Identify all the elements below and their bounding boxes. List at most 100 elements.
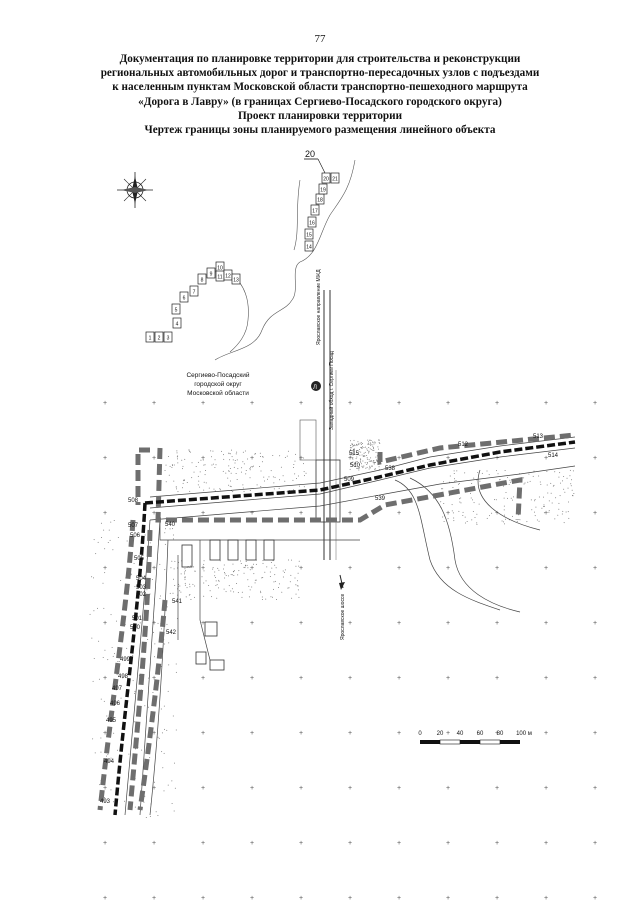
planning-zone-boundary: [97, 432, 576, 811]
point-label: 502: [136, 592, 147, 598]
svg-text:+: +: [201, 400, 205, 407]
point-labels: 5125135145155105095385395405415425085075…: [100, 434, 559, 805]
svg-text:+: +: [544, 675, 548, 682]
svg-text:+: +: [397, 785, 401, 792]
district-label-1: Сергиево-Посадский: [186, 371, 249, 379]
svg-text:+: +: [299, 730, 303, 737]
svg-text:+: +: [593, 675, 597, 682]
svg-text:+: +: [495, 895, 499, 902]
point-label: 508: [128, 498, 139, 504]
point-label: 497: [112, 686, 123, 692]
index-square-label: 14: [306, 245, 312, 251]
scale-tick-5: 100 м: [516, 731, 532, 737]
index-square: 10: [215, 261, 225, 273]
svg-text:+: +: [299, 510, 303, 517]
index-square: 9: [206, 267, 216, 279]
svg-text:+: +: [152, 675, 156, 682]
svg-text:+: +: [250, 565, 254, 572]
svg-text:+: +: [495, 455, 499, 462]
svg-text:+: +: [495, 400, 499, 407]
point-label: 509: [344, 477, 355, 483]
point-label: 512: [458, 442, 469, 448]
index-square: 5: [171, 303, 181, 315]
svg-text:+: +: [250, 895, 254, 902]
district-label-2: городской округ: [194, 380, 242, 388]
index-square: 2: [154, 331, 164, 343]
point-label: 503: [136, 585, 147, 591]
svg-text:+: +: [348, 400, 352, 407]
scale-tick-3: 60: [477, 731, 484, 737]
svg-text:+: +: [593, 510, 597, 517]
svg-text:+: +: [250, 840, 254, 847]
index-square-label: 8: [201, 278, 204, 284]
svg-text:+: +: [152, 455, 156, 462]
index-square: 18: [315, 193, 325, 205]
index-square-label: 2: [158, 336, 161, 342]
svg-text:+: +: [544, 895, 548, 902]
svg-text:+: +: [593, 895, 597, 902]
svg-text:+: +: [397, 510, 401, 517]
svg-text:+: +: [152, 895, 156, 902]
index-square: 6: [179, 291, 189, 303]
index-square-label: 11: [217, 275, 222, 281]
header-line-5: Проект планировки территории: [237, 109, 403, 122]
header-line-1: Документация по планировке территории дл…: [119, 53, 521, 65]
svg-text:+: +: [250, 730, 254, 737]
scale-tick-2: 40: [457, 731, 464, 737]
svg-text:+: +: [250, 675, 254, 682]
index-square: 20: [321, 172, 331, 184]
svg-text:+: +: [495, 620, 499, 627]
point-label: 538: [385, 466, 396, 472]
svg-text:+: +: [544, 840, 548, 847]
svg-text:+: +: [348, 895, 352, 902]
svg-text:+: +: [495, 510, 499, 517]
compass-rose-icon: [117, 172, 153, 208]
svg-text:+: +: [397, 840, 401, 847]
index-square-label: 15: [306, 233, 312, 239]
svg-text:+: +: [446, 400, 450, 407]
svg-text:+: +: [103, 840, 107, 847]
point-label: 540: [165, 522, 176, 528]
index-square-label: 16: [309, 221, 315, 227]
svg-text:+: +: [593, 400, 597, 407]
point-label: 500: [130, 625, 141, 631]
road-label-bottom: Ярославское шоссе: [340, 594, 346, 640]
point-label: 513: [533, 434, 544, 440]
point-label: 505: [134, 556, 145, 562]
svg-text:+: +: [201, 510, 205, 517]
index-square-label: 3: [167, 336, 170, 342]
svg-text:+: +: [593, 565, 597, 572]
index-square-label: 1: [149, 336, 152, 342]
point-label: 495: [106, 718, 117, 724]
svg-text:+: +: [348, 785, 352, 792]
svg-text:+: +: [348, 730, 352, 737]
header-line-6: Чертеж границы зоны планируемого размеще…: [144, 124, 496, 137]
svg-text:+: +: [103, 785, 107, 792]
index-square-label: 5: [175, 308, 178, 314]
index-square: 8: [197, 273, 207, 285]
index-square: 11: [215, 270, 225, 282]
index-square: 16: [307, 216, 317, 228]
svg-text:+: +: [495, 785, 499, 792]
point-label: 504: [136, 576, 147, 582]
svg-text:+: +: [201, 785, 205, 792]
svg-text:+: +: [201, 840, 205, 847]
svg-text:+: +: [299, 400, 303, 407]
scale-tick-0: 0: [418, 731, 422, 737]
svg-text:+: +: [446, 510, 450, 517]
svg-text:+: +: [446, 620, 450, 627]
svg-text:+: +: [348, 620, 352, 627]
svg-text:+: +: [495, 840, 499, 847]
svg-text:+: +: [446, 455, 450, 462]
svg-text:+: +: [593, 620, 597, 627]
index-boundary-right: [214, 159, 356, 361]
point-label: 515: [349, 451, 360, 457]
svg-text:+: +: [397, 565, 401, 572]
svg-text:+: +: [446, 565, 450, 572]
point-label: 498: [118, 674, 129, 680]
svg-text:+: +: [397, 675, 401, 682]
scale-bar: 0 20 40 60 80 100 м: [418, 731, 532, 745]
svg-text:+: +: [152, 400, 156, 407]
